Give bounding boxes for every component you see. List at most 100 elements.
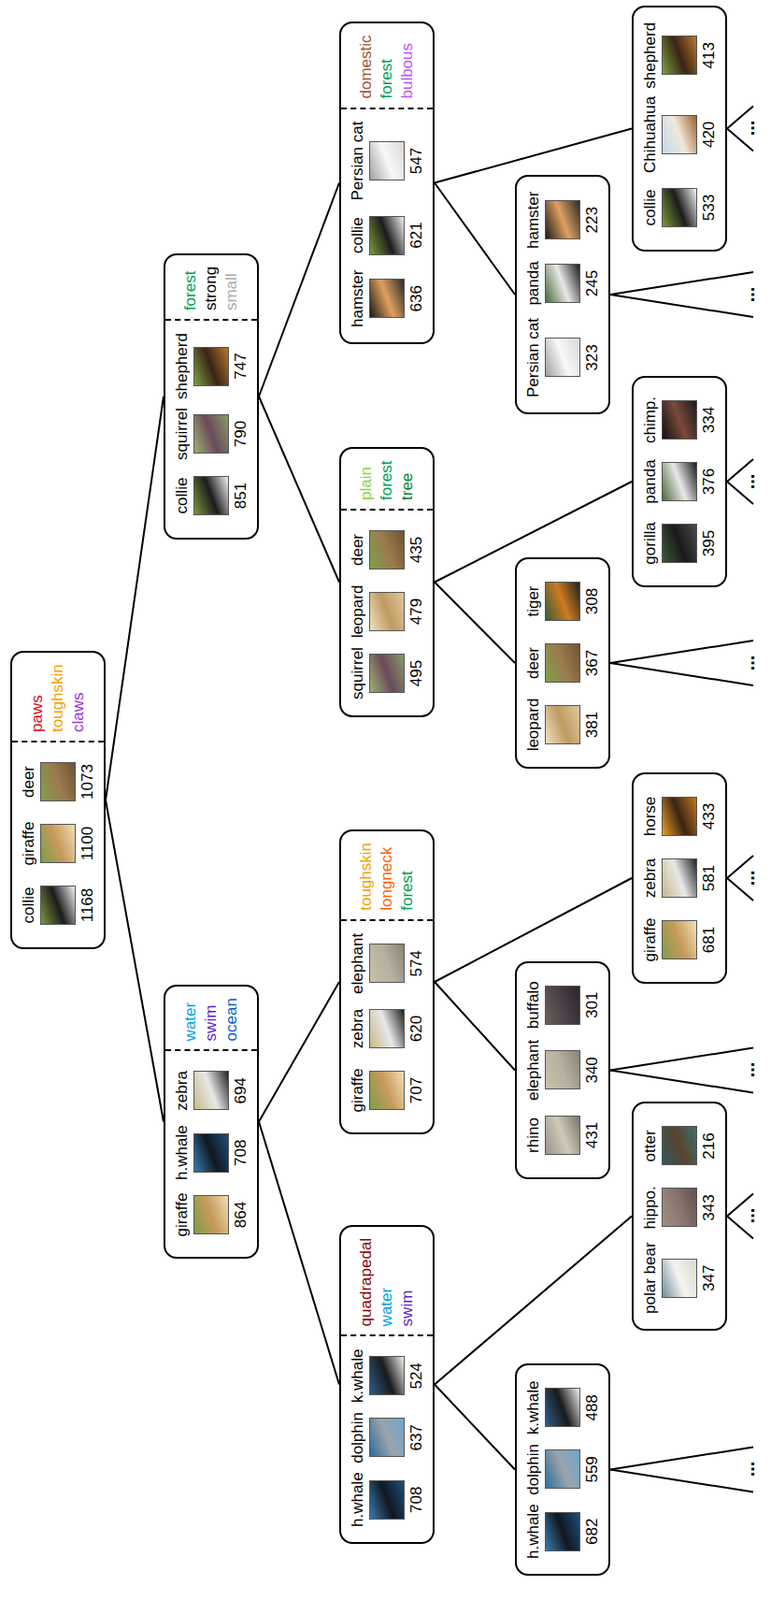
tree-connector bbox=[434, 981, 515, 1071]
animal-entry: h.whale708 bbox=[348, 1470, 426, 1527]
animal-name: squirrel bbox=[172, 407, 191, 460]
score-number: 245 bbox=[583, 270, 601, 297]
score-number: 431 bbox=[583, 1121, 601, 1148]
animal-entry: collie851 bbox=[172, 468, 250, 523]
animal-node-box: h.whale708dolphin637k.whale524quadrapeda… bbox=[339, 1224, 435, 1543]
animal-photo bbox=[661, 399, 698, 440]
animal-entry: h.whale682 bbox=[524, 1502, 601, 1558]
animal-name: tiger bbox=[524, 585, 543, 616]
score-number: 533 bbox=[699, 194, 718, 221]
animal-node-box: gorilla395panda376chimp.334 bbox=[631, 375, 728, 587]
animal-entry: collie533 bbox=[641, 180, 718, 235]
connector-line bbox=[434, 1215, 632, 1385]
animal-entry: Persian cat547 bbox=[348, 121, 426, 201]
animal-photo bbox=[661, 114, 698, 155]
tree-connector bbox=[434, 582, 515, 664]
animal-name: hamster bbox=[348, 270, 367, 328]
score-number: 708 bbox=[231, 1139, 250, 1166]
animal-entry: gorilla395 bbox=[641, 515, 718, 571]
score-number: 790 bbox=[231, 420, 250, 447]
score-number: 747 bbox=[231, 352, 250, 379]
dashed-separator bbox=[341, 1333, 433, 1336]
animal-name: buffalo bbox=[524, 980, 543, 1028]
animal-entry: hamster636 bbox=[348, 270, 426, 328]
animal-node-box: giraffe707zebra620elephant574toughskinlo… bbox=[339, 828, 435, 1134]
animal-photo bbox=[369, 1008, 405, 1048]
ellipsis-label: ... bbox=[738, 462, 757, 500]
tree-connector bbox=[434, 1384, 515, 1470]
animal-name: collie bbox=[348, 216, 367, 254]
animal-name: squirrel bbox=[348, 646, 367, 700]
animal-photo bbox=[369, 215, 405, 256]
animal-entry: giraffe681 bbox=[641, 912, 718, 967]
attribute-word: water bbox=[180, 1001, 201, 1042]
animal-entry: otter216 bbox=[641, 1117, 718, 1172]
score-number: 343 bbox=[699, 1193, 718, 1220]
animal-photo bbox=[661, 523, 698, 563]
animal-photo bbox=[193, 475, 229, 515]
animal-photo bbox=[369, 653, 405, 693]
animal-photo bbox=[544, 1511, 581, 1551]
animal-node-box: h.whale682dolphin559k.whale488 bbox=[514, 1362, 611, 1575]
animal-node-box: collie533Chihuahua420shepherd413 bbox=[631, 5, 728, 252]
dashed-separator bbox=[341, 918, 433, 921]
animal-entry: hamster223 bbox=[524, 191, 601, 249]
animal-entry: giraffe1100 bbox=[19, 815, 97, 871]
animal-node-box: collie851squirrel790shepherd747foreststr… bbox=[163, 253, 259, 540]
animal-entry: leopard479 bbox=[348, 584, 426, 639]
animal-photo bbox=[193, 1194, 229, 1234]
animal-entry: polar bear347 bbox=[641, 1241, 718, 1314]
score-number: 376 bbox=[699, 468, 718, 495]
animal-entry: deer367 bbox=[524, 635, 601, 690]
attribute-word: small bbox=[221, 272, 243, 311]
animal-node-box: collie1168giraffe1100deer1073pawstoughsk… bbox=[10, 650, 106, 949]
score-number: 301 bbox=[583, 991, 601, 1018]
animal-entry: giraffe864 bbox=[172, 1186, 250, 1242]
animal-photo bbox=[193, 414, 229, 454]
animal-photo bbox=[544, 1114, 581, 1155]
animal-photo bbox=[544, 263, 581, 303]
animal-name: leopard bbox=[348, 585, 367, 639]
animal-photo bbox=[40, 761, 76, 801]
attribute-word: plain bbox=[356, 466, 377, 500]
animal-name: shepherd bbox=[172, 332, 191, 400]
score-number: 621 bbox=[407, 221, 426, 248]
score-number: 707 bbox=[407, 1076, 426, 1103]
dashed-separator bbox=[341, 107, 433, 110]
connector-line bbox=[434, 1384, 515, 1470]
animal-entry: zebra620 bbox=[348, 1000, 426, 1056]
animal-name: shepherd bbox=[641, 22, 659, 89]
animal-photo bbox=[661, 1186, 698, 1227]
score-number: 216 bbox=[699, 1131, 718, 1158]
animal-photo bbox=[661, 796, 698, 836]
animal-node-box: squirrel495leopard479deer435plainforestt… bbox=[339, 446, 435, 717]
animal-name: leopard bbox=[524, 698, 543, 752]
animal-entry: buffalo 301 bbox=[524, 977, 601, 1032]
ellipsis-label: ... bbox=[738, 643, 757, 682]
attribute-word: claws bbox=[68, 691, 89, 732]
subtree-triangle bbox=[610, 271, 754, 295]
score-number: 488 bbox=[583, 1393, 601, 1420]
animal-entry: collie1168 bbox=[19, 877, 97, 932]
animal-name: chimp. bbox=[641, 396, 659, 443]
animal-node-box: rhino431elephant340buffalo301 bbox=[514, 960, 611, 1179]
score-number: 708 bbox=[407, 1485, 426, 1513]
animal-name: collie bbox=[172, 477, 191, 514]
animal-photo bbox=[193, 346, 229, 386]
animal-name: h.whale bbox=[524, 1502, 543, 1558]
dashed-separator bbox=[341, 508, 433, 511]
animal-name: deer bbox=[524, 646, 543, 679]
animal-photo bbox=[369, 1070, 405, 1110]
attribute-list: pawstoughskinclaws bbox=[27, 663, 89, 732]
animal-name: elephant bbox=[524, 1039, 543, 1100]
animal-photo bbox=[369, 278, 405, 318]
attribute-list: toughskinlongneckforest bbox=[356, 842, 418, 911]
animal-name: elephant bbox=[348, 932, 367, 994]
animal-entry: chimp.334 bbox=[641, 392, 718, 447]
animal-entry: dolphin559 bbox=[524, 1441, 601, 1496]
subtree-triangle bbox=[610, 662, 754, 686]
attribute-word: swim bbox=[397, 1289, 418, 1327]
animal-name: hamster bbox=[524, 191, 543, 249]
animal-photo bbox=[369, 591, 405, 631]
ellipsis-label: ... bbox=[738, 1449, 757, 1487]
